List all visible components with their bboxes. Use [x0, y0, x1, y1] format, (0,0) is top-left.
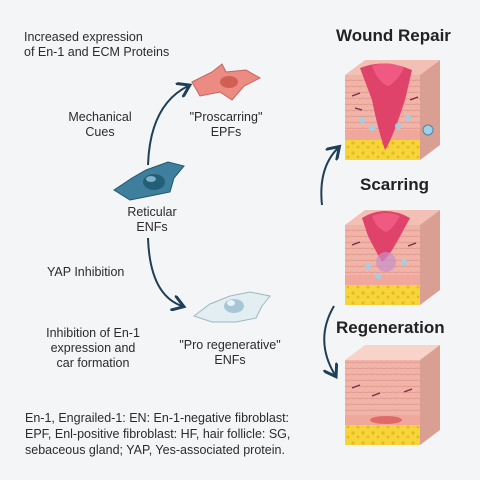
- yap-inhibition-label: YAP Inhibition: [47, 265, 125, 279]
- skin-scar-block-icon: [345, 210, 440, 305]
- regeneration-heading: Regeneration: [336, 318, 445, 337]
- reticular-enfs-label: Reticular ENFs: [127, 205, 177, 234]
- proregenerative-enfs-label: "Pro regenerative" ENFs: [179, 338, 281, 367]
- skin-wound-block-icon: [345, 60, 440, 160]
- fibroblast-pale-icon: [192, 291, 271, 323]
- mechanical-cues-label: Mechanical Cues: [68, 110, 132, 139]
- scarring-heading: Scarring: [360, 175, 429, 194]
- top-note: Increased expression of En-1 and ECM Pro…: [24, 30, 170, 59]
- fibroblast-blue-icon: [113, 161, 185, 201]
- arrow-to-regeneration: [324, 305, 335, 375]
- fibroblast-red-icon: [191, 63, 262, 101]
- footnote: En-1, Engrailed-1: EN: En-1-negative fib…: [25, 411, 291, 457]
- wound-repair-heading: Wound Repair: [336, 26, 451, 45]
- arrow-to-wound-repair: [320, 148, 338, 206]
- inhibition-en1-label: Inhibition of En-1 expression and car fo…: [46, 326, 140, 370]
- proscarring-epfs-label: "Proscarring" EPFs: [189, 110, 263, 139]
- arrow-to-proregen: [147, 237, 182, 306]
- arrow-to-proscarring: [147, 86, 188, 166]
- skin-regenerated-block-icon: [345, 345, 440, 445]
